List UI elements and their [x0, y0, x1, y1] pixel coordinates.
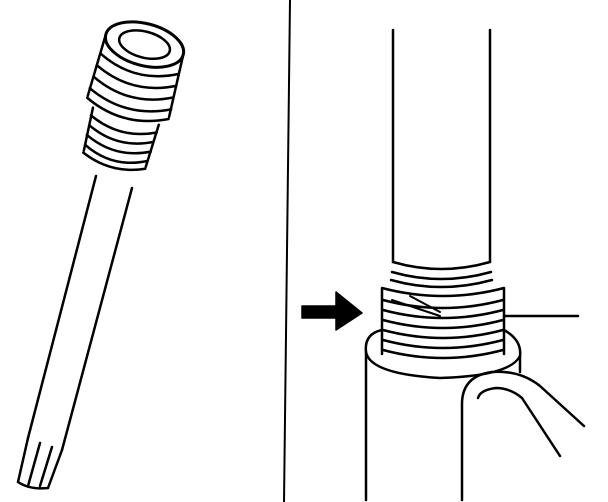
panel-divider: [283, 0, 291, 502]
coupling-body: [380, 286, 506, 356]
tube-split-end: [16, 436, 64, 490]
nozzle-top-rim: [103, 20, 186, 69]
vertical-pipe: [391, 28, 492, 264]
base-boss-ring: [364, 328, 522, 380]
right-panel: [301, 28, 586, 502]
pipe-thread-band: [389, 260, 494, 289]
threaded-nozzle: [82, 20, 186, 172]
nozzle-collar-ridges: [82, 114, 159, 172]
left-panel: [16, 20, 186, 490]
arrow-right-icon: [301, 291, 363, 331]
tube-body: [26, 174, 134, 452]
side-branch: [460, 370, 586, 502]
nozzle-cap-ridges: [86, 52, 180, 123]
thread-slot-mark: [391, 295, 441, 317]
nozzle-bore: [117, 29, 172, 61]
base-body: [364, 314, 580, 502]
coupling-thread-ridges: [381, 298, 505, 360]
